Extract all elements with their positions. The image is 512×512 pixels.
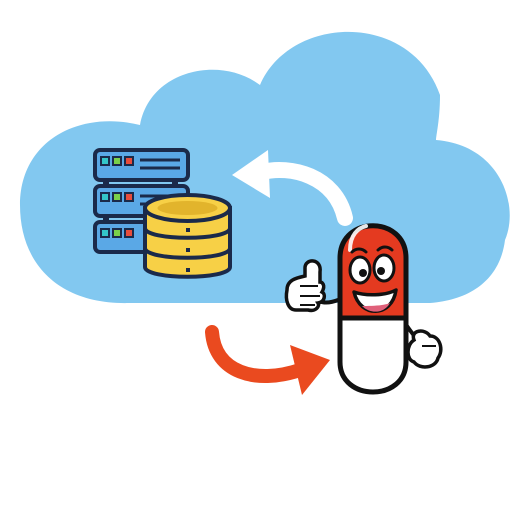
glove-hand bbox=[406, 329, 443, 369]
thumbs-up-hand bbox=[284, 259, 327, 313]
database-icon bbox=[143, 193, 232, 279]
pill-smile bbox=[352, 288, 398, 313]
pill-eyes bbox=[348, 245, 396, 285]
curved-arrow-right-icon bbox=[205, 325, 330, 395]
pill-mascot-icon bbox=[284, 223, 443, 395]
curved-arrow-left-icon bbox=[232, 150, 353, 226]
